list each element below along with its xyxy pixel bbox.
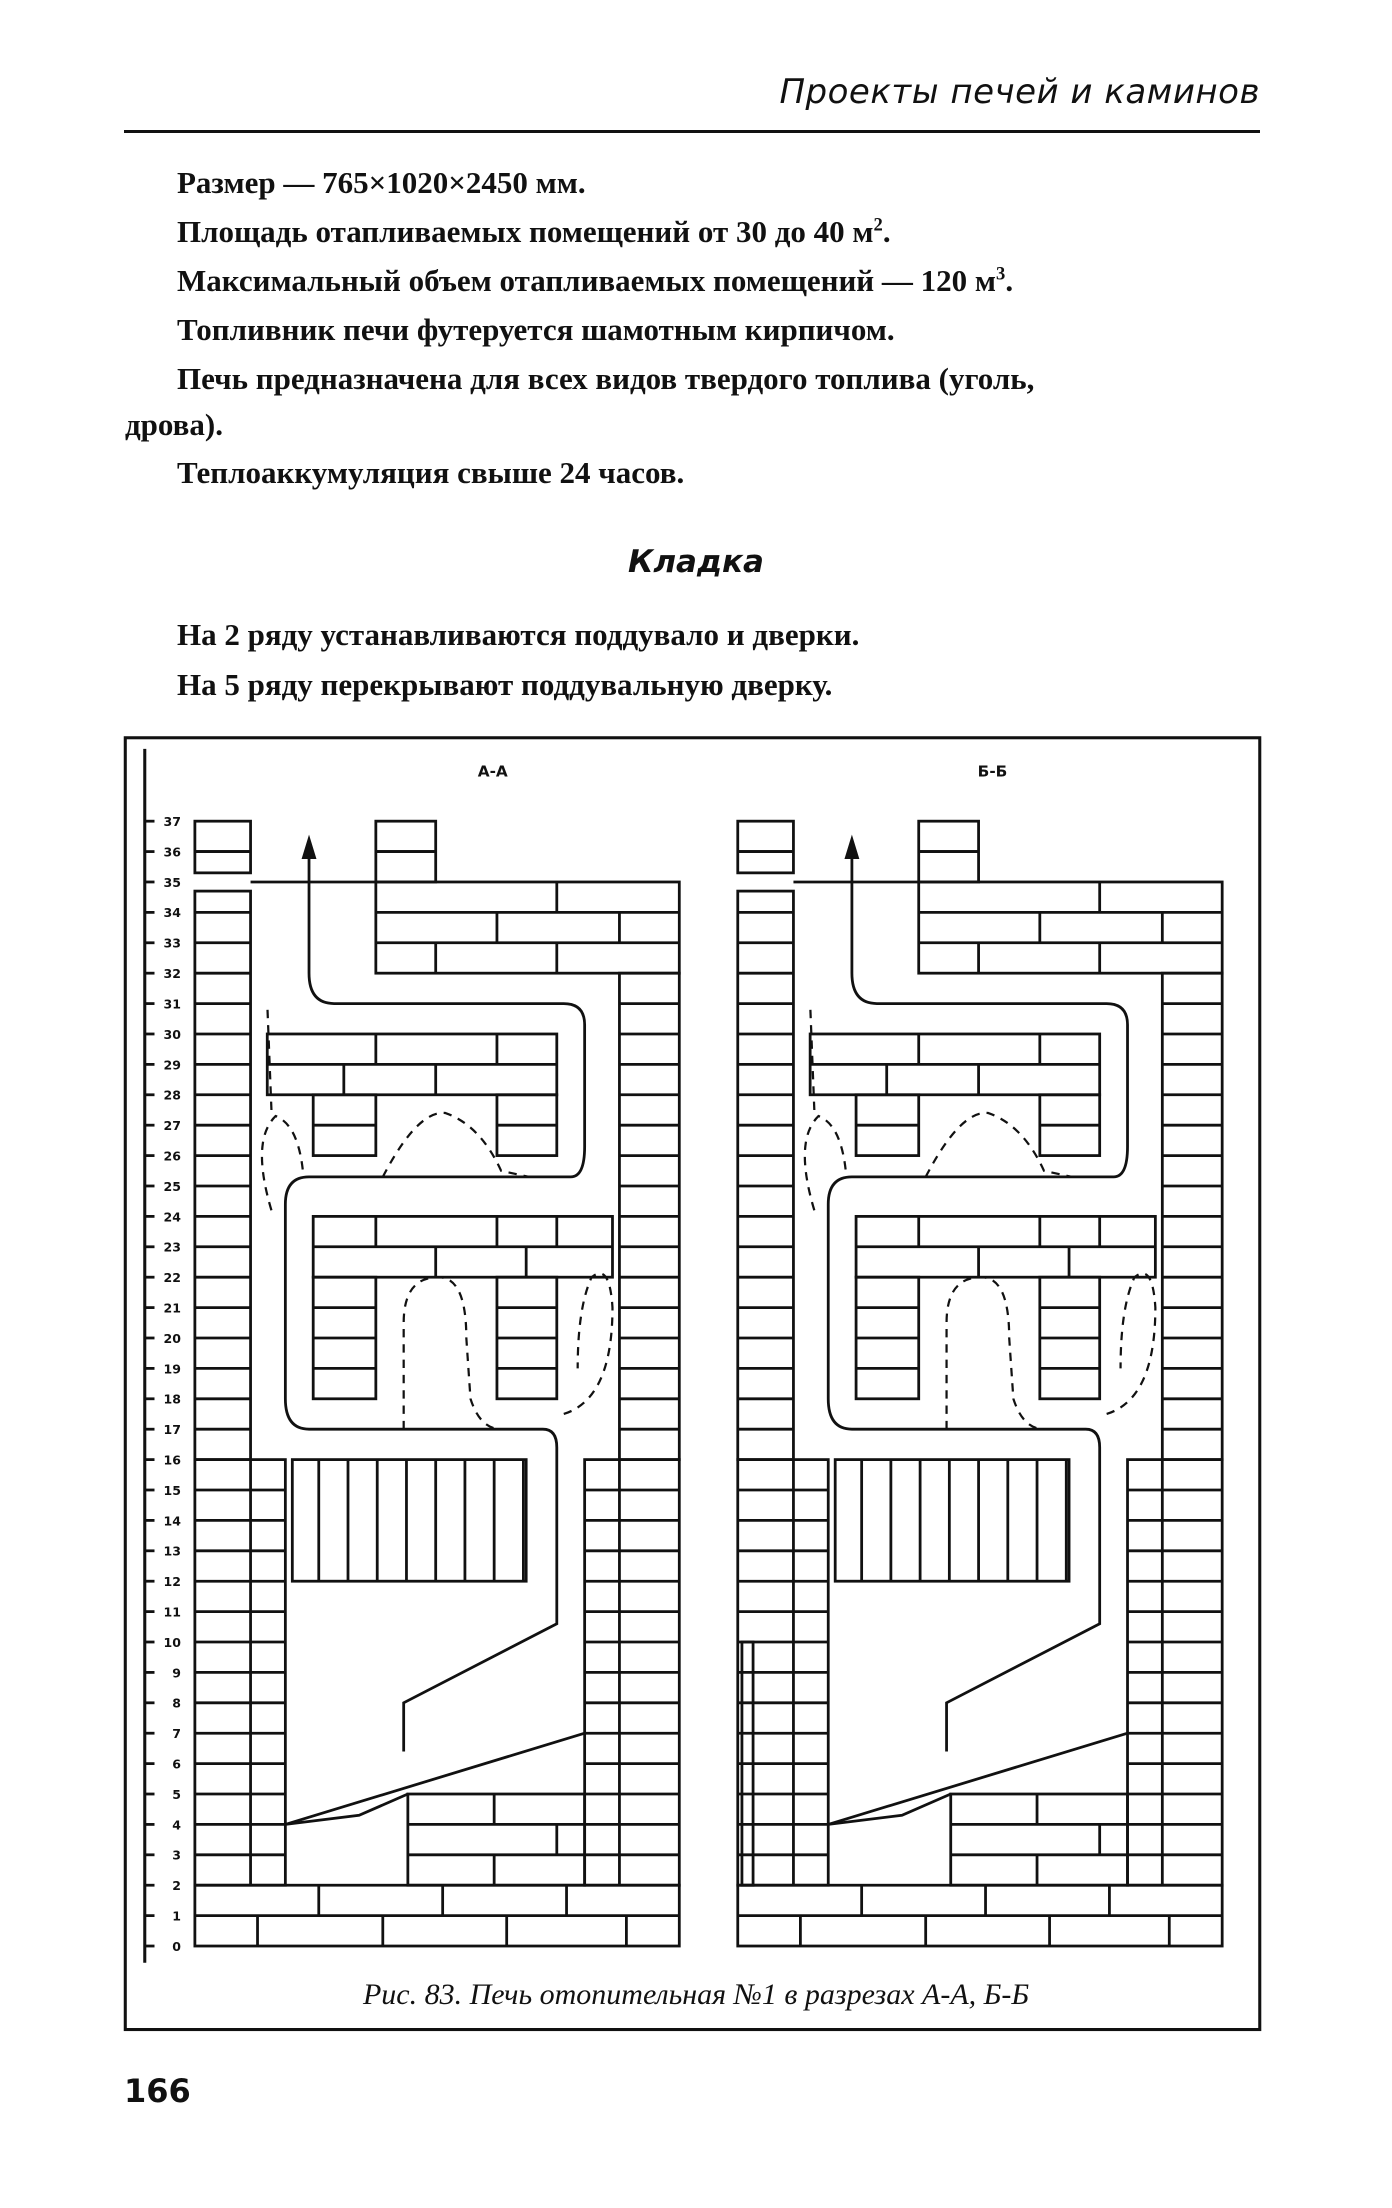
dashed-flow	[803, 1114, 848, 1211]
dashed-flow	[260, 1114, 305, 1211]
row-number-label: 27	[164, 1118, 181, 1133]
firebox-slope-2	[285, 1792, 409, 1826]
row-number-label: 22	[164, 1270, 181, 1285]
section-line-2: На 5 ряду перекрывают поддувальную дверк…	[177, 667, 833, 702]
spec-volume-text: Максимальный объем отапливаемых помещени…	[177, 263, 997, 298]
chimney-cap-left	[193, 819, 252, 875]
row-number-label: 32	[164, 966, 181, 981]
row-number-label: 29	[164, 1057, 181, 1072]
row-number-label: 28	[164, 1088, 181, 1103]
spec-area-text: Площадь отапливаемых помещений от 30 до …	[177, 214, 874, 249]
row-number-label: 10	[164, 1635, 182, 1650]
row-number-label: 5	[172, 1787, 181, 1802]
row-number-label: 14	[164, 1513, 182, 1528]
arrow-icon	[301, 834, 317, 860]
header-rule	[124, 130, 1260, 133]
chimney-cap-left	[736, 819, 795, 875]
row-number-label: 4	[172, 1817, 181, 1832]
row-number-label: 2	[172, 1878, 181, 1893]
row-number-label: 15	[164, 1483, 181, 1498]
fuel-door	[740, 1640, 755, 1887]
row-number-label: 21	[164, 1300, 181, 1315]
section-line-1: На 2 ряду устанавливаются поддувало и дв…	[177, 617, 860, 652]
row-number-label: 37	[164, 814, 181, 829]
firebox-slope-2	[828, 1792, 952, 1826]
flue-gas-path	[826, 857, 1129, 1752]
spec-fuel-line1: Печь предназначена для всех видов твердо…	[177, 361, 1035, 396]
spec-lining: Топливник печи футеруется шамотным кирпи…	[177, 312, 895, 347]
row-number-label: 34	[164, 905, 182, 920]
row-number-label: 23	[164, 1240, 181, 1255]
row-number-label: 17	[164, 1422, 181, 1437]
spec-volume-sup: 3	[996, 263, 1006, 285]
page-number: 166	[124, 2072, 191, 2110]
row-number-label: 9	[172, 1665, 181, 1680]
spec-area: Площадь отапливаемых помещений от 30 до …	[177, 214, 891, 249]
firebox-roof	[833, 1458, 1071, 1583]
row-number-label: 16	[164, 1452, 182, 1467]
top-overlap	[374, 880, 681, 975]
row-number-label: 1	[172, 1908, 181, 1923]
dashed-flow	[924, 1111, 1073, 1178]
dashed-flow	[266, 1003, 273, 1111]
section-label-b: Б-Б	[978, 763, 1008, 781]
dashed-flow	[945, 1276, 1045, 1431]
dashed-flow	[402, 1276, 502, 1431]
dashed-flow	[381, 1111, 530, 1178]
spec-volume: Максимальный объем отапливаемых помещени…	[177, 263, 1014, 298]
row-number-label: 11	[164, 1604, 181, 1619]
row-number-label: 12	[164, 1574, 181, 1589]
section-title: Кладка	[628, 544, 764, 580]
arrow-icon	[844, 834, 860, 860]
row-number-label: 35	[164, 875, 181, 890]
section-a-a	[193, 819, 681, 1948]
row-number-label: 26	[164, 1148, 182, 1163]
dashed-flow	[809, 1003, 816, 1111]
spec-fuel-line2: дрова).	[125, 407, 223, 442]
section-b-b	[736, 819, 1224, 1948]
row-number-label: 19	[164, 1361, 181, 1376]
firebox-slope	[284, 1731, 586, 1826]
running-header: Проекты печей и каминов	[779, 72, 1260, 112]
flue-gas-path	[283, 857, 587, 1752]
row-number-label: 31	[164, 996, 181, 1011]
figure-frame	[123, 736, 1262, 2032]
spec-size: Размер — 765×1020×2450 мм.	[177, 165, 586, 200]
spec-area-sup: 2	[873, 214, 883, 236]
row-number-label: 8	[172, 1696, 181, 1711]
row-number-label: 3	[172, 1848, 181, 1863]
row-number-label: 24	[164, 1209, 182, 1224]
firebox-slope	[827, 1731, 1128, 1826]
firebox-roof	[290, 1458, 528, 1583]
row-number-label: 33	[164, 936, 181, 951]
row-number-label: 25	[164, 1179, 181, 1194]
row-number-label: 0	[172, 1939, 181, 1954]
spec-heat: Теплоаккумуляция свыше 24 часов.	[177, 455, 685, 490]
row-number-label: 6	[172, 1756, 181, 1771]
row-number-label: 18	[164, 1392, 181, 1407]
figure-caption: Рис. 83. Печь отопительная №1 в разрезах…	[362, 1978, 1030, 2011]
row-number-label: 7	[172, 1726, 181, 1741]
row-number-label: 30	[164, 1027, 182, 1042]
dashed-flow	[1106, 1272, 1157, 1416]
row-number-label: 36	[164, 844, 182, 859]
section-label-a: А-А	[478, 763, 508, 781]
row-number-label: 20	[164, 1331, 182, 1346]
left-wall	[736, 889, 795, 1461]
dashed-flow	[563, 1272, 614, 1416]
left-wall	[193, 889, 252, 1461]
top-overlap	[917, 880, 1224, 975]
firebox-hearth	[406, 1792, 587, 1887]
row-number-label: 13	[164, 1544, 181, 1559]
firebox-hearth	[949, 1792, 1129, 1887]
